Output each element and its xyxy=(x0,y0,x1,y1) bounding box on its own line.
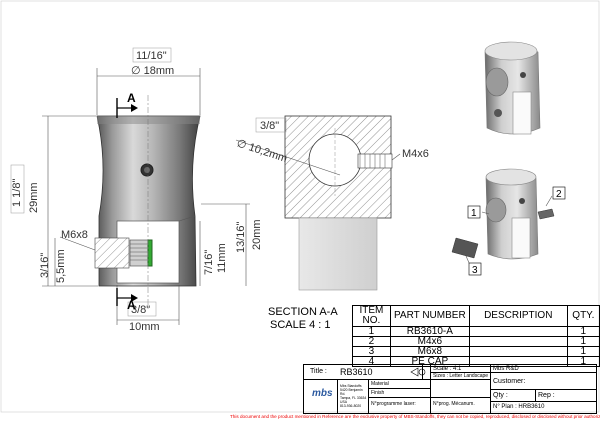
front-view xyxy=(94,95,201,310)
title-block: Title : RB3610 Scale : 4:1 Sizes : Lette… xyxy=(303,364,597,414)
bom-qty: 1 xyxy=(566,356,600,367)
bom-row: 1 RB3610-A 1 xyxy=(352,326,600,337)
bom-header-item: ITEM NO. xyxy=(352,305,391,327)
section-view: 3/8" ∅ 10,2mm M4x6 xyxy=(235,115,429,291)
laser-cell: N°programme laser: xyxy=(369,398,431,413)
section-dia-in: 3/8" xyxy=(260,120,279,132)
bom-header-qty: QTY. xyxy=(566,305,600,327)
scale-cell: Scale : 4:1 xyxy=(431,365,491,373)
callout-2: 2 xyxy=(556,189,562,200)
bom-header-part: PART NUMBER xyxy=(389,305,470,327)
bill-of-materials: ITEM NO. PART NUMBER DESCRIPTION QTY. 1 … xyxy=(352,305,600,367)
dim-slot2-mm: 20mm xyxy=(251,219,263,250)
title-label: Title : xyxy=(310,368,327,375)
bom-qty: 1 xyxy=(566,326,600,337)
dim-width-mm: ∅ 18mm xyxy=(131,65,174,77)
qty-cell: Qty : xyxy=(491,390,536,402)
iso-view-top xyxy=(484,41,541,135)
bom-part: PE CAP xyxy=(389,356,470,367)
section-marker-bottom: A xyxy=(127,298,136,312)
projection-cell xyxy=(410,365,431,380)
address-line: Tampa, FL 33634 xyxy=(340,396,367,400)
bom-qty: 1 xyxy=(566,346,600,357)
bom-item: 2 xyxy=(352,336,391,347)
bom-row: 3 M6x8 1 xyxy=(352,346,600,357)
callout-3: 3 xyxy=(472,265,478,276)
material-cell: Material xyxy=(369,380,431,389)
section-title-line2: SCALE 4 : 1 xyxy=(270,319,331,331)
bom-qty: 1 xyxy=(566,336,600,347)
address-line: USA xyxy=(340,400,347,404)
bom-header-row: ITEM NO. PART NUMBER DESCRIPTION QTY. xyxy=(352,305,600,327)
front-view-dim-texts: 11/16" ∅ 18mm 1 1/8" 29mm M6x8 3/16" 5,5… xyxy=(11,50,263,333)
rep-cell: Rep : xyxy=(536,390,596,402)
bom-part: RB3610-A xyxy=(389,326,470,337)
bom-part: M6x8 xyxy=(389,346,470,357)
section-marker-top: A xyxy=(127,91,136,105)
address-line: Mbs Standoffs xyxy=(340,384,362,388)
company-logo: mbs xyxy=(312,388,333,399)
dim-width-in: 11/16" xyxy=(136,50,167,62)
title-cell: Title : RB3610 xyxy=(304,365,423,380)
title-value: RB3610 xyxy=(340,367,373,377)
bom-desc xyxy=(468,346,568,357)
dim-slot-mm: 11mm xyxy=(216,243,228,273)
footer-notice: This document and the product mentioned … xyxy=(230,414,600,419)
bom-row: 2 M4x6 1 xyxy=(352,336,600,347)
projection-symbol-icon xyxy=(410,367,426,377)
iso-view-exploded: 1 2 3 xyxy=(451,168,566,276)
section-title-line1: SECTION A-A xyxy=(268,306,338,318)
dim-height-in: 1 1/8" xyxy=(11,179,23,207)
customer-cell: Customer: xyxy=(491,373,596,390)
dim-thread-label: M6x8 xyxy=(61,229,88,241)
bom-item: 3 xyxy=(352,346,391,357)
section-dia-mm: ∅ 10,2mm xyxy=(235,137,289,165)
dim-slot2-in: 13/16" xyxy=(235,221,247,253)
bom-part: M4x6 xyxy=(389,336,470,347)
bom-row: 4 PE CAP 1 xyxy=(352,356,600,367)
bom-desc xyxy=(468,336,568,347)
mecanum-cell: N°prog. Mécanum. xyxy=(431,398,491,413)
dim-bottom-in: 3/8" xyxy=(131,304,150,316)
address-cell: Mbs Standoffs 5420 Benjamin Rd. Tampa, F… xyxy=(338,380,369,413)
blank-cell xyxy=(431,380,491,398)
sizes-cell: Sizes : Letter Landscape xyxy=(431,373,491,380)
finish-cell: Finish xyxy=(369,389,431,398)
front-view-dimensions xyxy=(10,47,250,325)
dim-low-in: 3/16" xyxy=(39,253,51,278)
section-thread-label: M4x6 xyxy=(402,148,429,160)
plan-cell: N° Plan : HRB3610 xyxy=(493,404,545,410)
logo-cell: mbs xyxy=(304,380,338,413)
company-cell: Mbs R&D xyxy=(491,365,596,373)
dim-low-mm: 5,5mm xyxy=(55,249,67,283)
address-line: 5420 Benjamin Rd. xyxy=(340,388,363,396)
section-title: SECTION A-A SCALE 4 : 1 xyxy=(268,306,338,332)
callout-1: 1 xyxy=(471,208,477,219)
bom-desc xyxy=(468,326,568,337)
dim-height-mm: 29mm xyxy=(28,182,40,213)
dim-bottom-mm: 10mm xyxy=(129,321,160,333)
dim-slot-in: 7/16" xyxy=(203,250,215,275)
address-line: 813-936-8020 xyxy=(340,404,362,408)
bom-header-desc: DESCRIPTION xyxy=(468,305,568,327)
bom-item: 1 xyxy=(352,326,391,337)
